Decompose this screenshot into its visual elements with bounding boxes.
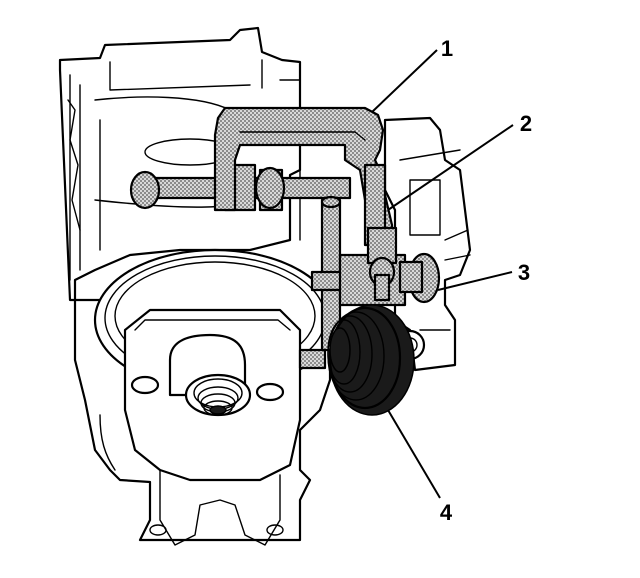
forcing-screw (129, 163, 352, 212)
callout-1: 1 (441, 36, 453, 61)
callout-leaders (371, 49, 514, 499)
callout-3: 3 (518, 260, 530, 285)
callout-2: 2 (520, 111, 532, 136)
pulley-hub-bolt (168, 333, 252, 417)
power-steering-pulley (327, 304, 415, 416)
callout-4: 4 (440, 500, 453, 525)
